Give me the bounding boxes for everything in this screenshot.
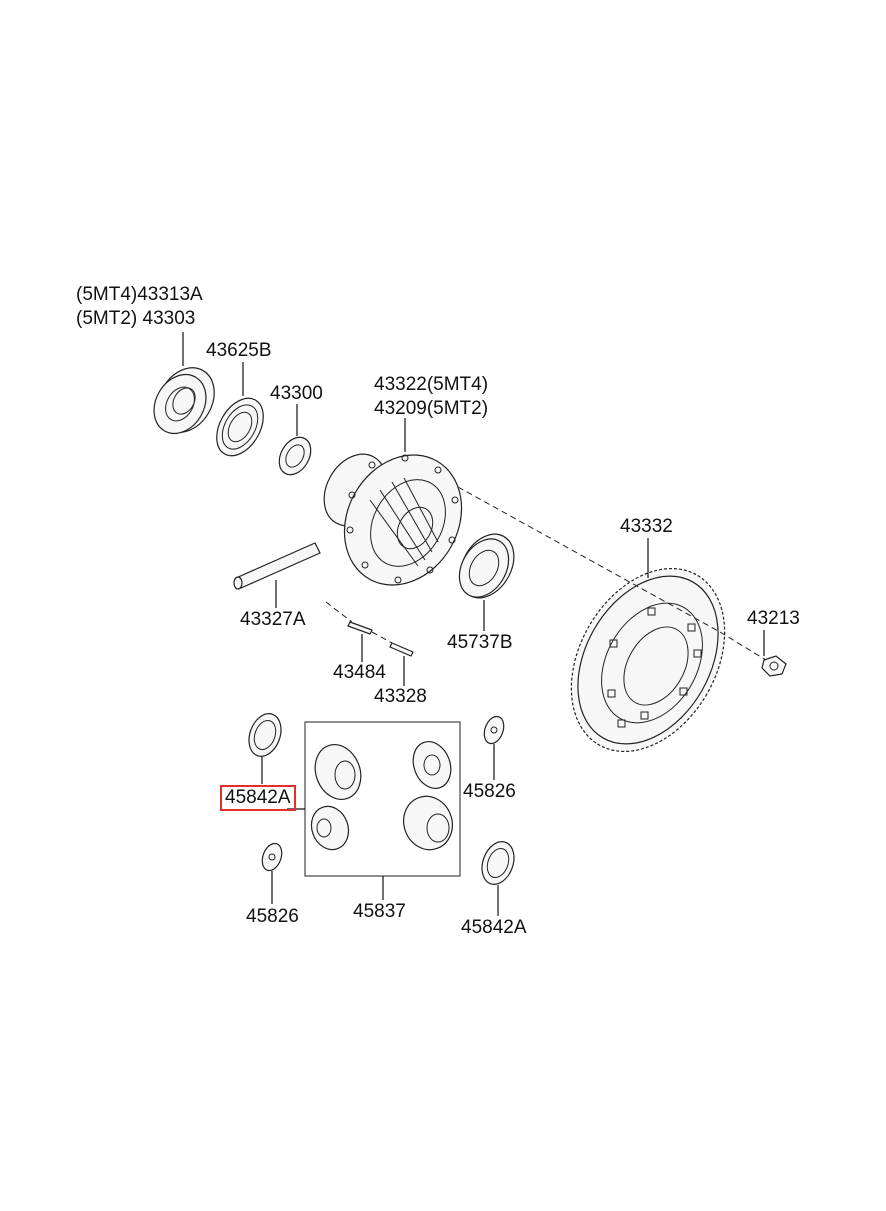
label-43484[interactable]: 43484	[333, 662, 386, 683]
washer-45842A-left[interactable]	[243, 709, 286, 761]
label-43300[interactable]: 43300	[270, 383, 323, 404]
label-45842A-bottom[interactable]: 45842A	[461, 917, 527, 938]
shaft-43327A[interactable]	[233, 542, 321, 590]
label-43322[interactable]: 43322(5MT4)	[374, 374, 489, 395]
label-43213[interactable]: 43213	[747, 608, 800, 629]
label-43313A[interactable]: (5MT4)43313A	[76, 284, 203, 305]
washer-45826-left[interactable]	[259, 841, 285, 873]
label-43303[interactable]: (5MT2) 43303	[76, 308, 196, 329]
assembly-line-pins	[325, 601, 393, 644]
washer-45826-right[interactable]	[481, 714, 507, 746]
ring-gear-43332[interactable]	[540, 541, 756, 779]
bearing-45737B[interactable]	[449, 525, 525, 608]
seal-43300[interactable]	[273, 432, 317, 481]
pin-43328[interactable]	[389, 642, 414, 657]
label-45826-left[interactable]: 45826	[246, 906, 299, 927]
assembly-line-gear-bolt	[719, 631, 767, 661]
gear-set-45837[interactable]	[304, 721, 461, 877]
label-43625B[interactable]: 43625B	[206, 340, 272, 361]
label-43327A[interactable]: 43327A	[240, 609, 306, 630]
pin-43484[interactable]	[347, 621, 373, 635]
bolt-43213[interactable]	[761, 655, 787, 677]
differential-case-43322[interactable]	[312, 434, 485, 607]
washer-45842A-bottom[interactable]	[476, 837, 519, 889]
label-45837[interactable]: 45837	[353, 901, 406, 922]
label-43328[interactable]: 43328	[374, 686, 427, 707]
label-45826-right[interactable]: 45826	[463, 781, 516, 802]
bearing-43313A[interactable]	[144, 358, 226, 443]
label-43332[interactable]: 43332	[620, 516, 673, 537]
label-45737B[interactable]: 45737B	[447, 632, 513, 653]
label-45842A-highlighted[interactable]: 45842A	[220, 785, 296, 811]
label-43209[interactable]: 43209(5MT2)	[374, 398, 489, 419]
leader-lines	[182, 332, 765, 916]
gear-ring-43625B[interactable]	[207, 390, 273, 464]
